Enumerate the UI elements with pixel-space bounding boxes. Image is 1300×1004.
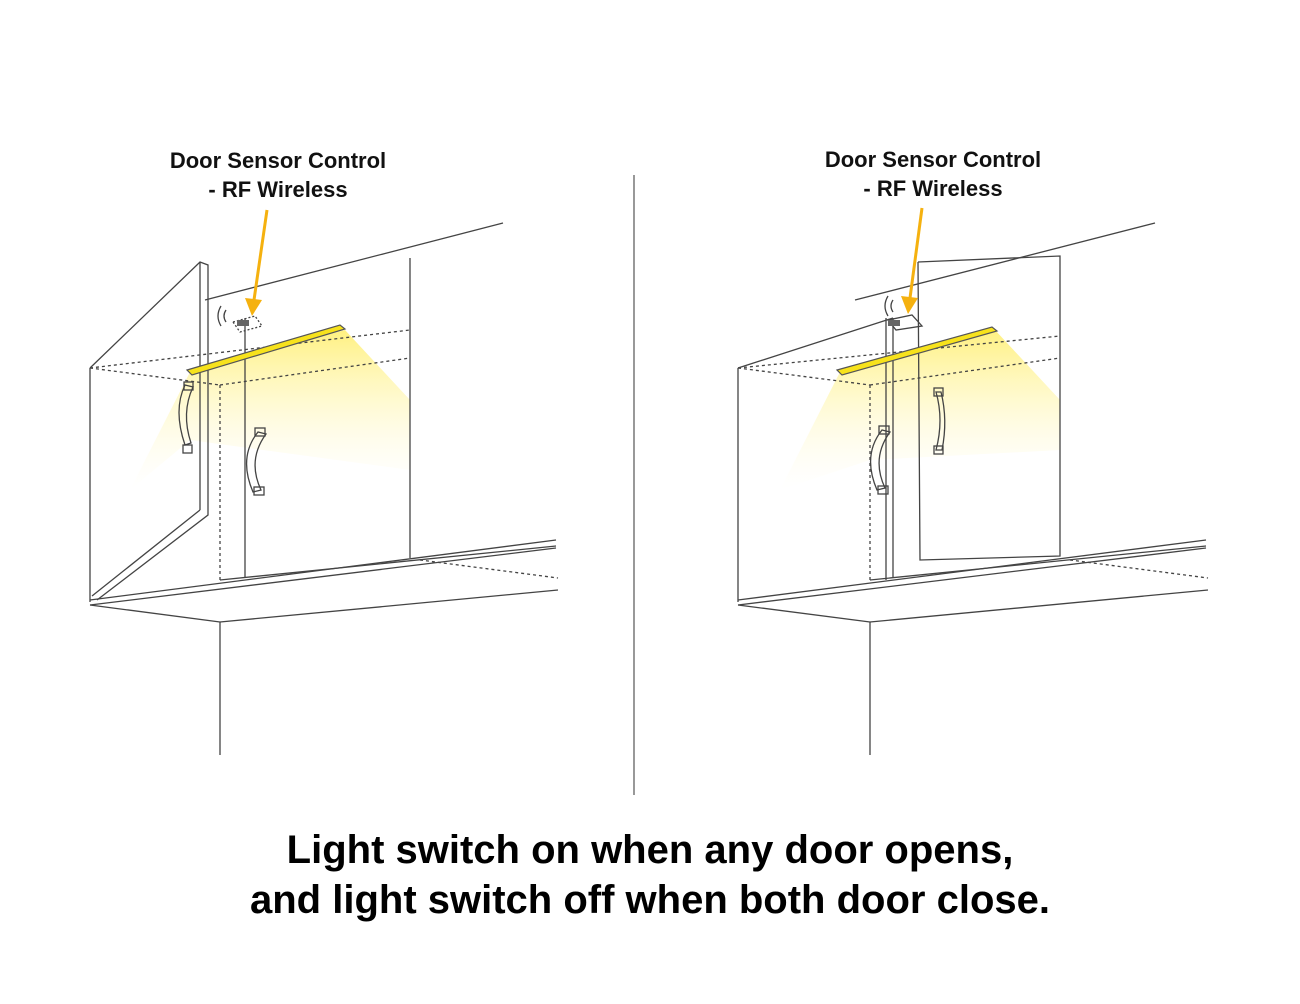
- handle: [935, 391, 946, 451]
- light-cone: [130, 330, 410, 490]
- label-line: - RF Wireless: [863, 176, 1003, 201]
- caption-line-2: and light switch off when both door clos…: [250, 878, 1050, 922]
- left-cabinet: [89, 222, 559, 755]
- open-door: [917, 255, 1061, 561]
- caption-line-1: Light switch on when any door opens,: [286, 828, 1014, 872]
- open-door: [89, 261, 209, 601]
- right-cabinet: [737, 222, 1209, 755]
- door-sensor: [237, 320, 249, 326]
- label-line: Door Sensor Control: [824, 147, 1042, 172]
- label-line: - RF Wireless: [208, 177, 348, 202]
- handle: [178, 384, 194, 446]
- label-line: Door Sensor Control: [169, 148, 387, 173]
- left-sensor-label: Door Sensor Control - RF Wireless: [98, 146, 458, 204]
- handle: [245, 431, 268, 493]
- arrow-icon: [245, 209, 269, 316]
- led-light-bar: [185, 324, 347, 376]
- arrow-icon: [901, 207, 924, 314]
- handle: [869, 429, 892, 491]
- door-sensor: [888, 320, 900, 326]
- right-sensor-label: Door Sensor Control - RF Wireless: [753, 145, 1113, 203]
- led-light-bar: [835, 326, 999, 376]
